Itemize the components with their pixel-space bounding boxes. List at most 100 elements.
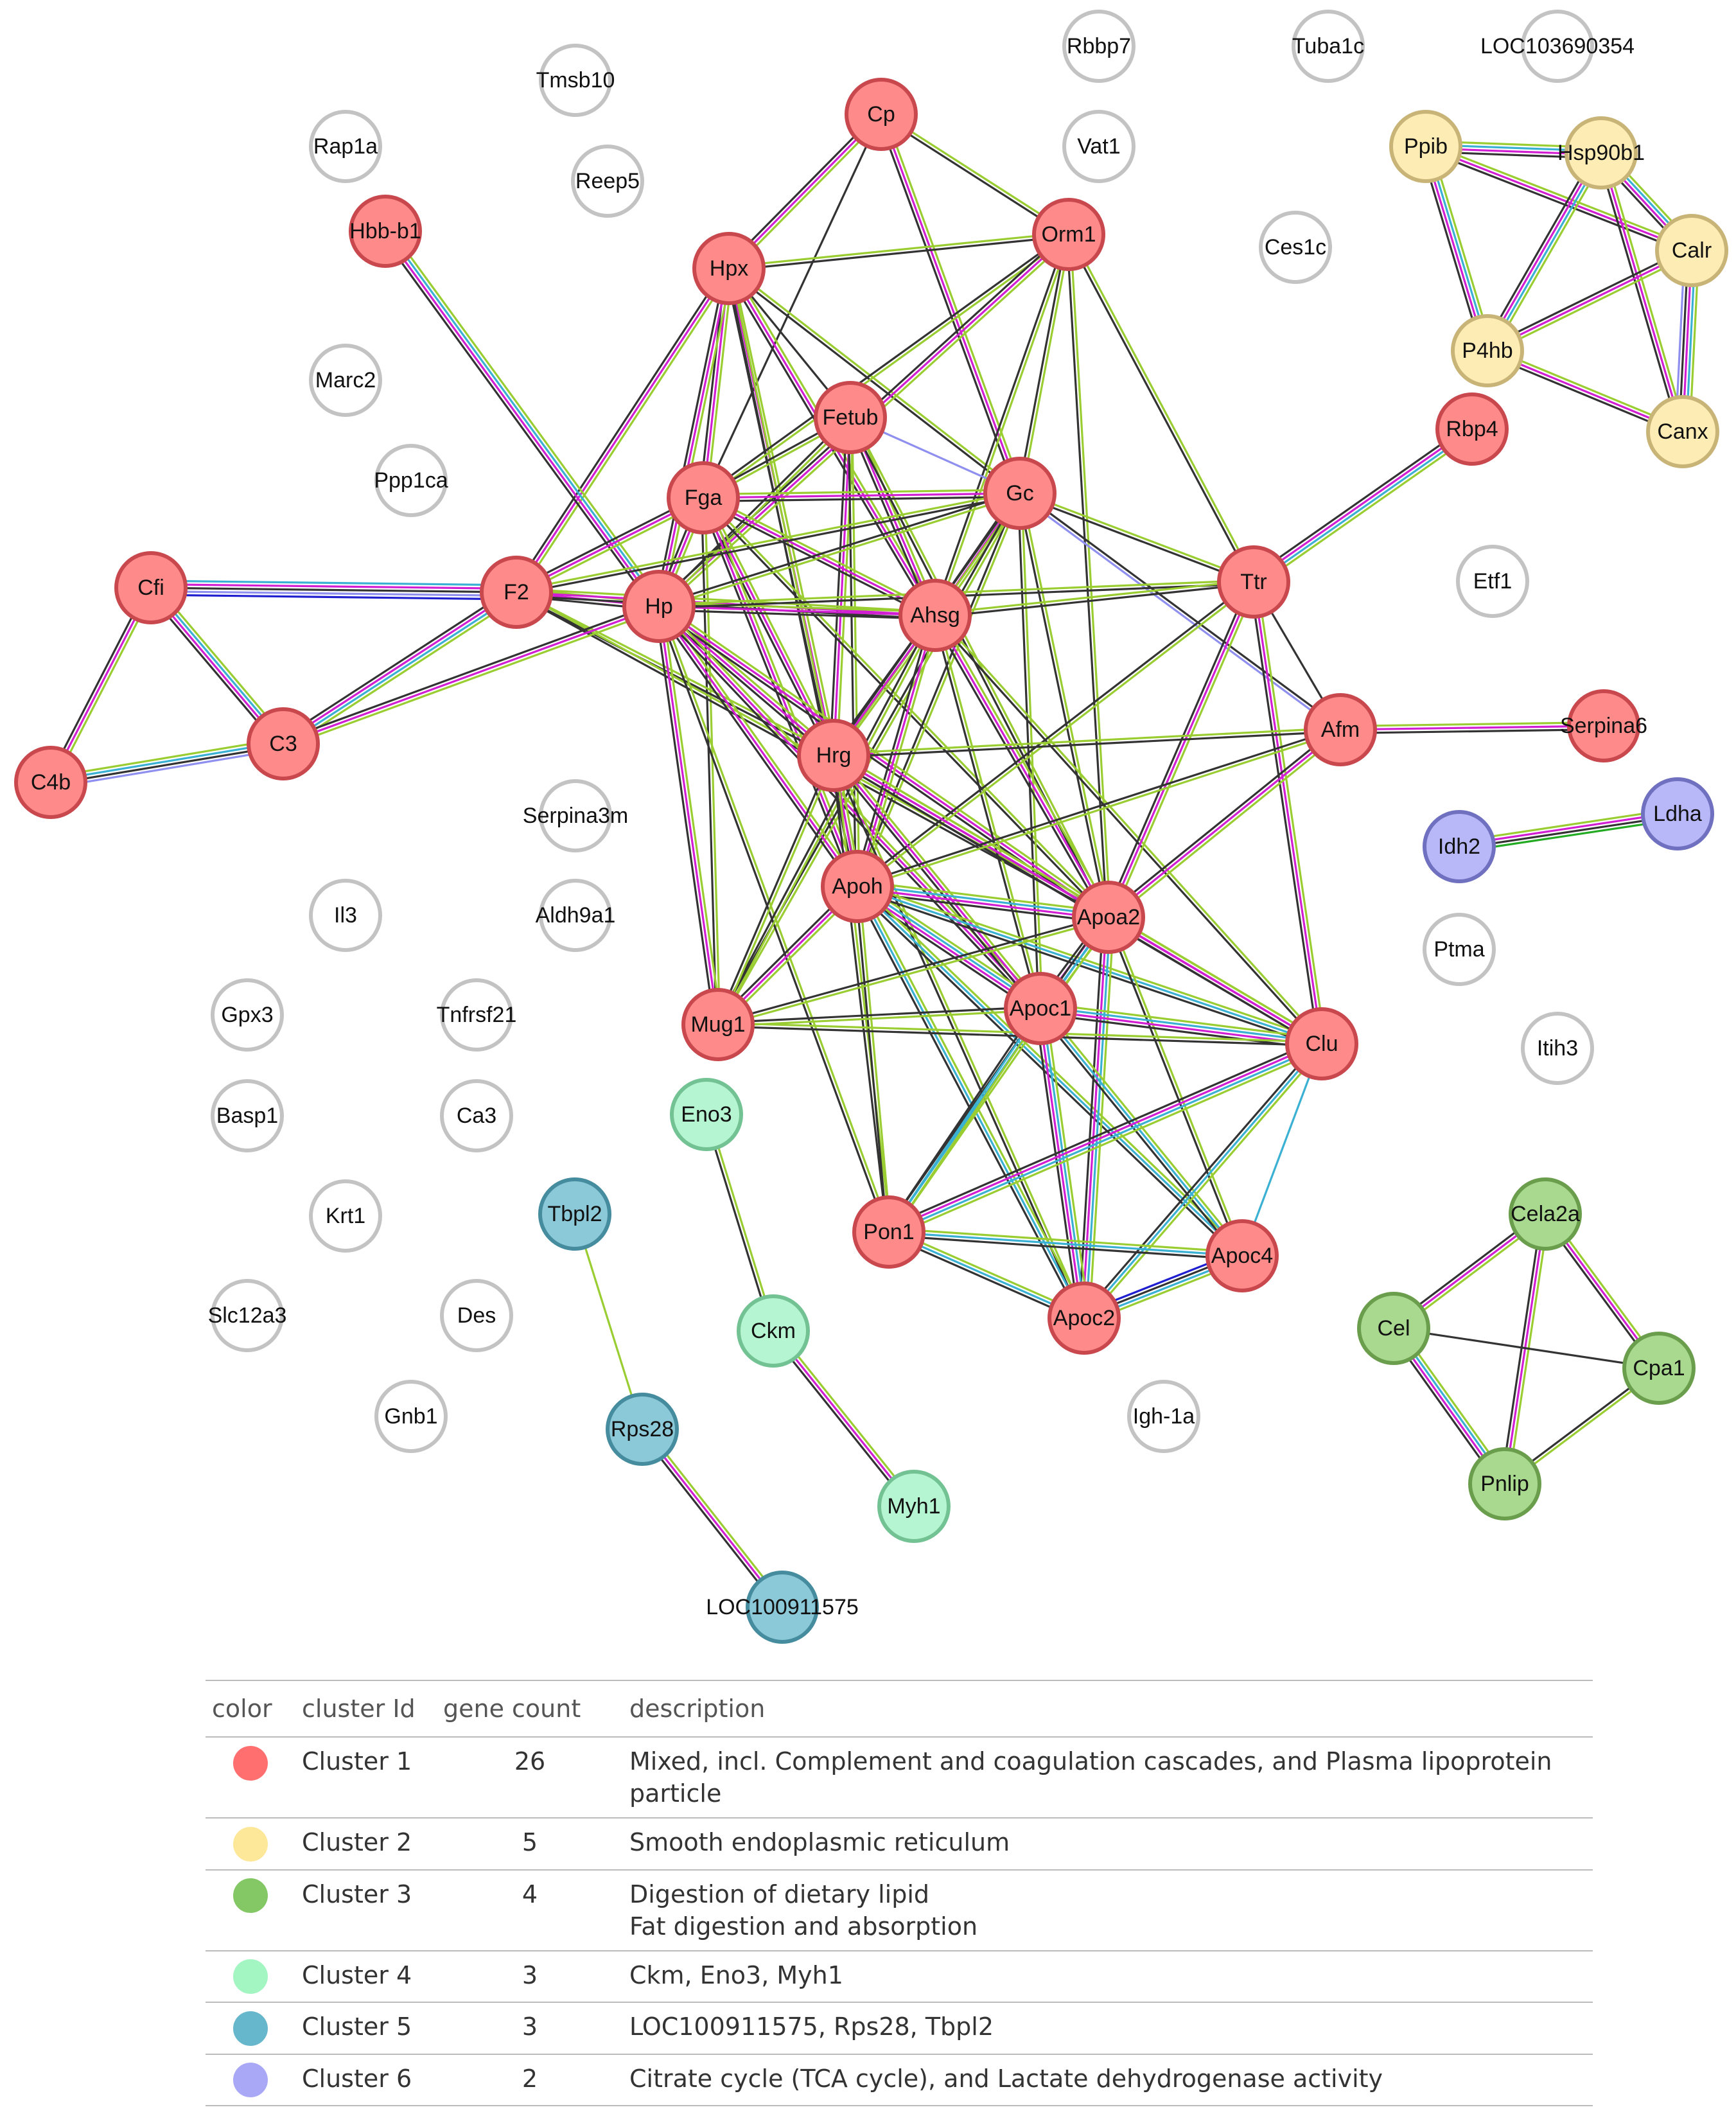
node-Afm[interactable]: Afm (1304, 693, 1377, 766)
node-circle[interactable] (746, 1571, 819, 1644)
node-circle[interactable] (1259, 211, 1332, 284)
node-Apoc1[interactable]: Apoc1 (1004, 972, 1077, 1045)
node-circle[interactable] (1072, 881, 1145, 954)
node-Basp1[interactable]: Basp1 (211, 1079, 284, 1152)
node-Gc[interactable]: Gc (983, 457, 1057, 530)
node-Eno3[interactable]: Eno3 (670, 1078, 743, 1151)
node-Cel[interactable]: Cel (1357, 1292, 1430, 1365)
node-circle[interactable] (1509, 1177, 1582, 1251)
node-circle[interactable] (1468, 1447, 1541, 1520)
node-Idh2[interactable]: Idh2 (1423, 810, 1496, 883)
node-circle[interactable] (1655, 214, 1728, 287)
node-Tmsb10[interactable]: Tmsb10 (536, 44, 615, 117)
node-circle[interactable] (480, 556, 553, 629)
node-C3[interactable]: C3 (247, 707, 320, 780)
node-Apoh[interactable]: Apoh (821, 850, 894, 923)
node-Serpina6[interactable]: Serpina6 (1560, 689, 1647, 762)
node-Krt1[interactable]: Krt1 (309, 1179, 382, 1253)
node-circle[interactable] (681, 988, 755, 1061)
node-Ptma[interactable]: Ptma (1423, 913, 1496, 986)
node-Pon1[interactable]: Pon1 (852, 1195, 925, 1269)
node-circle[interactable] (1357, 1292, 1430, 1365)
node-circle[interactable] (440, 978, 513, 1052)
node-Apoc4[interactable]: Apoc4 (1206, 1219, 1279, 1292)
node-circle[interactable] (114, 551, 188, 624)
node-F2[interactable]: F2 (480, 556, 553, 629)
node-Ces1c[interactable]: Ces1c (1259, 211, 1332, 284)
node-Fetub[interactable]: Fetub (814, 381, 887, 454)
node-Hp[interactable]: Hp (622, 570, 696, 643)
node-Serpina3m[interactable]: Serpina3m (523, 779, 628, 852)
node-circle[interactable] (1423, 810, 1496, 883)
node-Vat1[interactable]: Vat1 (1062, 110, 1135, 183)
node-Ca3[interactable]: Ca3 (440, 1079, 513, 1152)
node-circle[interactable] (309, 1179, 382, 1253)
node-circle[interactable] (211, 1079, 284, 1152)
node-circle[interactable] (1565, 116, 1638, 189)
node-Rap1a[interactable]: Rap1a (309, 110, 382, 183)
node-Gpx3[interactable]: Gpx3 (211, 978, 284, 1052)
node-circle[interactable] (1127, 1380, 1200, 1453)
node-circle[interactable] (1521, 10, 1594, 83)
node-circle[interactable] (571, 145, 644, 218)
node-Aldh9a1[interactable]: Aldh9a1 (536, 879, 616, 952)
node-Apoc2[interactable]: Apoc2 (1048, 1282, 1121, 1355)
node-Pnlip[interactable]: Pnlip (1468, 1447, 1541, 1520)
node-circle[interactable] (821, 850, 894, 923)
node-Gnb1[interactable]: Gnb1 (374, 1380, 448, 1453)
node-circle[interactable] (1389, 110, 1462, 183)
node-circle[interactable] (374, 444, 448, 517)
node-circle[interactable] (539, 779, 612, 852)
node-Hbb-b1[interactable]: Hbb-b1 (349, 195, 422, 268)
node-Ldha[interactable]: Ldha (1641, 777, 1714, 850)
node-Cpa1[interactable]: Cpa1 (1622, 1332, 1696, 1405)
node-Rbbp7[interactable]: Rbbp7 (1062, 10, 1135, 83)
node-circle[interactable] (1435, 392, 1509, 466)
node-circle[interactable] (1646, 395, 1719, 468)
node-circle[interactable] (1004, 972, 1077, 1045)
node-Tbpl2[interactable]: Tbpl2 (538, 1177, 611, 1251)
node-circle[interactable] (1423, 913, 1496, 986)
node-Myh1[interactable]: Myh1 (877, 1470, 951, 1543)
node-circle[interactable] (440, 1079, 513, 1152)
node-Mug1[interactable]: Mug1 (681, 988, 755, 1061)
node-Ttr[interactable]: Ttr (1217, 545, 1290, 619)
node-circle[interactable] (1062, 10, 1135, 83)
node-Marc2[interactable]: Marc2 (309, 344, 382, 417)
node-P4hb[interactable]: P4hb (1451, 314, 1524, 387)
node-circle[interactable] (622, 570, 696, 643)
node-circle[interactable] (1456, 545, 1529, 618)
node-Canx[interactable]: Canx (1646, 395, 1719, 468)
node-circle[interactable] (899, 579, 972, 652)
node-circle[interactable] (692, 232, 766, 305)
node-circle[interactable] (1032, 198, 1105, 271)
node-circle[interactable] (606, 1393, 679, 1466)
node-circle[interactable] (247, 707, 320, 780)
node-C4b[interactable]: C4b (14, 746, 87, 819)
node-circle[interactable] (309, 344, 382, 417)
node-Apoa2[interactable]: Apoa2 (1072, 881, 1145, 954)
node-circle[interactable] (539, 879, 612, 952)
node-circle[interactable] (983, 457, 1057, 530)
node-Hsp90b1[interactable]: Hsp90b1 (1557, 116, 1645, 189)
node-circle[interactable] (14, 746, 87, 819)
node-Ppp1ca[interactable]: Ppp1ca (374, 444, 448, 517)
node-Ahsg[interactable]: Ahsg (899, 579, 972, 652)
node-Rbp4[interactable]: Rbp4 (1435, 392, 1509, 466)
node-Hpx[interactable]: Hpx (692, 232, 766, 305)
node-Hrg[interactable]: Hrg (797, 719, 870, 792)
node-circle[interactable] (667, 461, 740, 534)
node-circle[interactable] (374, 1380, 448, 1453)
node-circle[interactable] (1206, 1219, 1279, 1292)
node-Cfi[interactable]: Cfi (114, 551, 188, 624)
node-circle[interactable] (309, 110, 382, 183)
node-circle[interactable] (1521, 1012, 1594, 1085)
node-Clu[interactable]: Clu (1285, 1007, 1358, 1080)
node-circle[interactable] (309, 879, 382, 952)
node-circle[interactable] (1641, 777, 1714, 850)
node-Calr[interactable]: Calr (1655, 214, 1728, 287)
node-circle[interactable] (440, 1279, 513, 1352)
node-Fga[interactable]: Fga (667, 461, 740, 534)
node-Des[interactable]: Des (440, 1279, 513, 1352)
node-circle[interactable] (1285, 1007, 1358, 1080)
